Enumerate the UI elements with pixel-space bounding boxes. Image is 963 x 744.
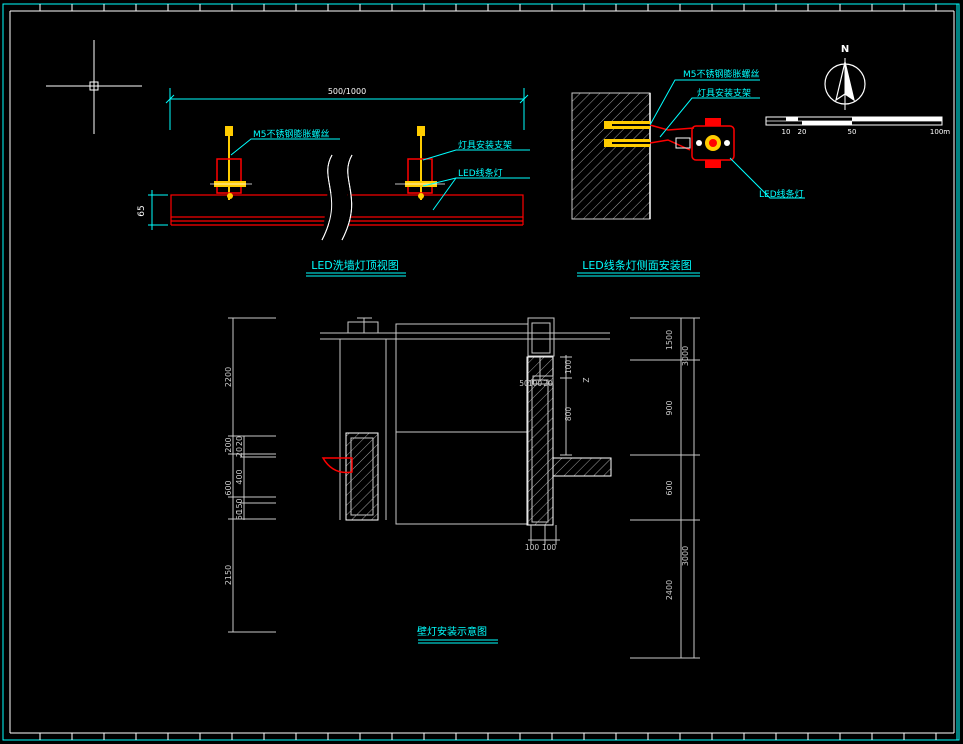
dim-400: 400 (235, 469, 244, 484)
bracket-left (210, 126, 252, 200)
side-view-leaders (649, 79, 805, 199)
side-led-label: LED线条灯 (759, 188, 804, 200)
elevation-title: 壁灯安装示意图 (417, 625, 487, 638)
dim-900: 900 (665, 400, 674, 415)
dim-600: 600 (224, 480, 233, 495)
section-dim-100c: 100 (525, 543, 540, 552)
drawing-frame (2, 3, 960, 741)
side-bolt-label: M5不锈钢膨胀螺丝 (683, 68, 760, 80)
dim-2200: 2200 (224, 367, 233, 387)
span-dimension (165, 88, 529, 130)
elevation-drawing: 2200 200 20 20 400 600 150 50 2150 (224, 317, 700, 659)
wall-lamp (321, 432, 379, 521)
height-dimension (148, 190, 168, 230)
dim-20a: 20 (235, 436, 244, 446)
section-dim-100b: 100 (564, 360, 573, 375)
north-letter: N (841, 44, 849, 55)
top-bracket-label: 灯具安装支架 (458, 139, 512, 151)
scale-tick-20: 20 (798, 128, 807, 136)
section-dim-100a: 100 (528, 379, 543, 388)
section-dim-20: 20 (543, 379, 553, 388)
dim-20b: 20 (235, 447, 244, 457)
crosshair-cursor (46, 40, 142, 134)
dim-50: 50 (235, 510, 244, 520)
scale-tick-50: 50 (848, 128, 857, 136)
dim-3000-bottom: 3000 (681, 546, 690, 566)
side-bracket-label: 灯具安装支架 (697, 87, 751, 99)
span-dimension-label: 500/1000 (328, 87, 366, 96)
section-dim-z: Z (582, 377, 591, 382)
dim-3000-top: 3000 (681, 346, 690, 366)
top-view-drawing: 500/1000 65 (137, 87, 530, 277)
column-section (526, 317, 612, 545)
scale-tick-10: 10 (782, 128, 791, 136)
scale-tick-100: 100m (930, 128, 950, 136)
bracket-right (395, 126, 445, 200)
right-dimension-chain (630, 317, 700, 659)
left-dimension-labels: 2200 200 20 20 400 600 150 50 2150 (224, 367, 244, 585)
top-led-label: LED线条灯 (458, 167, 503, 179)
side-bolts (604, 121, 650, 147)
height-dimension-label: 65 (137, 205, 147, 216)
right-dimension-labels: 1500 3000 900 600 3000 2400 (665, 330, 690, 600)
section-dim-100d: 100 (542, 543, 557, 552)
side-view-title: LED线条灯侧面安装图 (582, 258, 692, 272)
side-view-drawing: M5不锈钢膨胀螺丝 灯具安装支架 LED线条灯 LED线条灯侧面安装图 (571, 68, 805, 277)
dim-2400: 2400 (665, 580, 674, 600)
dim-2150: 2150 (224, 565, 233, 585)
side-lamp (649, 118, 735, 168)
section-dim-800: 800 (564, 407, 573, 422)
north-arrow: N (824, 44, 866, 110)
dim-150: 150 (235, 498, 244, 513)
top-bolt-label: M5不锈钢膨胀螺丝 (253, 128, 330, 140)
wall-section (571, 92, 651, 220)
section-dim-50: 50 (519, 379, 529, 388)
left-dimension-chain (228, 317, 276, 633)
frame-ticks (39, 4, 937, 740)
dim-200: 200 (224, 437, 233, 452)
scale-bar: 10 20 50 100m (765, 116, 950, 136)
top-view-title: LED洗墙灯顶视图 (311, 258, 399, 272)
dim-600-right: 600 (665, 480, 674, 495)
top-view-leaders (230, 138, 530, 211)
dim-1500: 1500 (665, 330, 674, 350)
section-dimension-labels: 50 100 20 100 800 100 100 Z (519, 360, 591, 552)
